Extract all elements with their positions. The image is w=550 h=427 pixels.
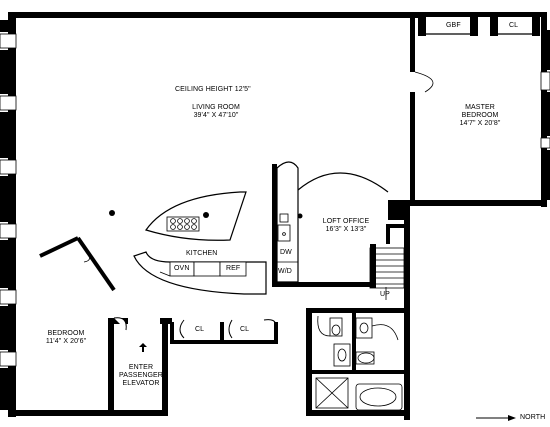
- ceiling-height-label: CEILING HEIGHT 12'5": [175, 86, 251, 93]
- washer-dryer-label: W/D: [278, 268, 292, 275]
- hall-closet-right-label: CL: [240, 326, 250, 333]
- north-arrow-icon: [476, 415, 516, 421]
- master-bedroom-name2: BEDROOM: [461, 112, 499, 119]
- dishwasher-label: DW: [280, 249, 292, 256]
- stair-wall: [370, 244, 376, 288]
- gbf-label: GBF: [446, 22, 461, 29]
- closet-door-arc: [179, 319, 185, 339]
- bathroom-walls: [306, 308, 404, 416]
- master-bedroom-walls: [410, 17, 415, 204]
- entry-line1: ENTER: [128, 364, 154, 371]
- loft-sink: [277, 224, 291, 242]
- loft-office-size: 16'3" X 13'3": [325, 226, 367, 233]
- master-bedroom-size: 14'7" X 20'8": [459, 120, 501, 127]
- bedroom-label: BEDROOM 11'4" X 20'6": [36, 330, 96, 346]
- refrigerator-label: REF: [226, 265, 241, 272]
- living-room-name: LIVING ROOM: [192, 104, 240, 111]
- loft-office-arc: [297, 172, 389, 193]
- elevator-door: [113, 317, 127, 331]
- right-windows: [542, 30, 550, 200]
- north-label: NORTH: [520, 414, 546, 421]
- entry-line3: ELEVATOR: [122, 380, 160, 387]
- bath-door-arc: [317, 315, 331, 337]
- loft-office-name: LOFT OFFICE: [322, 218, 370, 225]
- bathroom-fixtures: [315, 317, 403, 411]
- loft-office-label: LOFT OFFICE 16'3" X 13'3": [316, 218, 376, 234]
- loft-box: [279, 213, 289, 223]
- stairs-up-label: UP: [380, 291, 390, 298]
- closet-door-arc: [263, 319, 277, 327]
- master-door-arc: [414, 71, 434, 93]
- bedroom-door-arc: [77, 238, 91, 263]
- elevator-entry-label: ENTER PASSENGER ELEVATOR: [116, 364, 166, 388]
- enter-arrow: [139, 343, 147, 352]
- cooktop: [166, 216, 200, 232]
- entry-line2: PASSENGER: [119, 372, 163, 379]
- loft-office-walls: [272, 164, 370, 287]
- right-window-panes: [540, 71, 550, 149]
- kitchen-island: [145, 191, 247, 241]
- master-closet-label: CL: [509, 22, 519, 29]
- bedroom-name: BEDROOM: [47, 330, 85, 337]
- living-room-size: 39'4" X 47'10": [193, 112, 239, 119]
- bath-door-arc: [371, 324, 399, 341]
- column-dot: [203, 212, 209, 218]
- master-bedroom-name: MASTER: [465, 104, 495, 111]
- stair-rail: [386, 224, 404, 244]
- hall-closet-left-label: CL: [195, 326, 205, 333]
- master-closets: [420, 17, 537, 35]
- living-room-label: LIVING ROOM 39'4" X 47'10": [186, 104, 246, 120]
- kitchen-label: KITCHEN: [186, 250, 218, 257]
- closet-door-arc: [228, 319, 233, 339]
- hall-closets: [170, 322, 278, 344]
- appliance-boxes: [159, 261, 247, 277]
- left-windows: [0, 33, 17, 367]
- column-dot: [109, 210, 115, 216]
- bedroom-angle-wall: [39, 236, 116, 292]
- closet-posts: [418, 14, 540, 36]
- bedroom-size: 11'4" X 20'6": [45, 338, 87, 345]
- oven-label: OVN: [174, 265, 190, 272]
- left-window-bars: [0, 20, 8, 410]
- column-dot: [297, 213, 303, 219]
- master-bedroom-label: MASTER BEDROOM 14'7" X 20'8": [450, 104, 510, 128]
